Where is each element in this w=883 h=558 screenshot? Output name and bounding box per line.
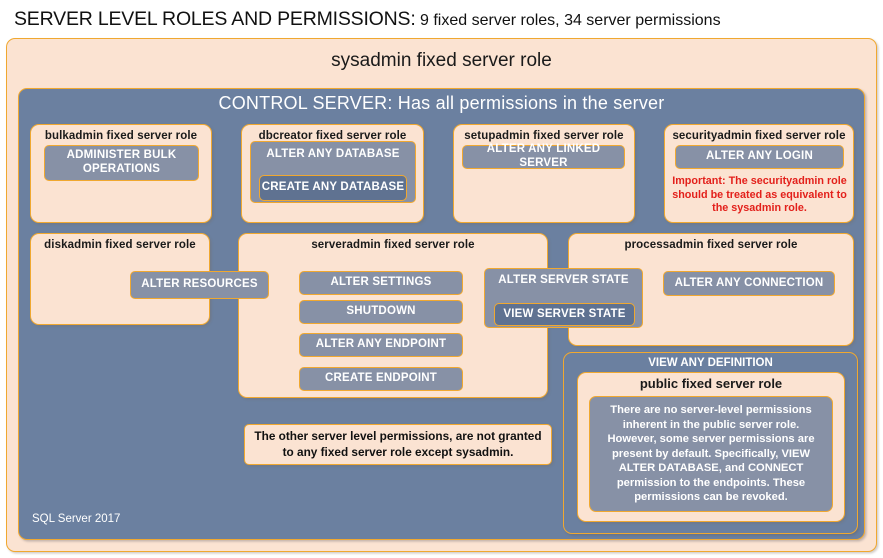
permission-alter-any-linked-server: ALTER ANY LINKED SERVER [462, 143, 625, 169]
role-label-securityadmin: securityadmin fixed server role [672, 130, 846, 142]
page-title-sub: 9 fixed server roles, 34 server permissi… [415, 12, 721, 29]
securityadmin-warning-note: Important: The securityadmin role should… [672, 174, 847, 215]
permission-view-any-definition: VIEW ANY DEFINITION [648, 357, 773, 369]
role-label-diskadmin: diskadmin fixed server role [44, 239, 196, 251]
role-box-diskadmin: diskadmin fixed server role [30, 233, 210, 325]
role-box-setupadmin: setupadmin fixed server role [453, 124, 635, 223]
permission-alter-any-connection: ALTER ANY CONNECTION [663, 271, 835, 296]
permission-shutdown: SHUTDOWN [299, 300, 463, 324]
permission-view-server-state: VIEW SERVER STATE [494, 303, 635, 326]
role-label-setupadmin: setupadmin fixed server role [464, 130, 624, 142]
page-title-main: SERVER LEVEL ROLES AND PERMISSIONS: [14, 8, 416, 30]
page-title: SERVER LEVEL ROLES AND PERMISSIONS: 9 fi… [14, 8, 874, 34]
permission-administer-bulk-operations: ADMINISTER BULK OPERATIONS [44, 145, 199, 181]
role-box-securityadmin: securityadmin fixed server role [664, 124, 854, 223]
role-label-processadmin: processadmin fixed server role [624, 239, 798, 251]
role-label-public: public fixed server role [639, 376, 783, 391]
footer-label: SQL Server 2017 [32, 513, 121, 525]
permission-alter-any-database-label: ALTER ANY DATABASE [266, 148, 400, 160]
permission-create-any-database: CREATE ANY DATABASE [259, 175, 407, 201]
permission-alter-any-endpoint: ALTER ANY ENDPOINT [299, 333, 463, 357]
permission-create-endpoint: CREATE ENDPOINT [299, 367, 463, 391]
permission-alter-resources: ALTER RESOURCES [130, 271, 269, 299]
control-server-label: CONTROL SERVER: Has all permissions in t… [218, 93, 665, 113]
permission-alter-any-login: ALTER ANY LOGIN [675, 145, 844, 169]
role-label-dbcreator: dbcreator fixed server role [258, 130, 407, 142]
permission-alter-server-state-label: ALTER SERVER STATE [498, 274, 629, 286]
public-role-note: There are no server-level permissions in… [589, 396, 833, 512]
role-label-bulkadmin: bulkadmin fixed server role [44, 130, 198, 142]
role-label-serveradmin: serveradmin fixed server role [311, 239, 475, 251]
other-permissions-note: The other server level permissions, are … [244, 424, 552, 465]
sysadmin-role-label: sysadmin fixed server role [331, 50, 552, 71]
permission-alter-settings: ALTER SETTINGS [299, 271, 463, 295]
